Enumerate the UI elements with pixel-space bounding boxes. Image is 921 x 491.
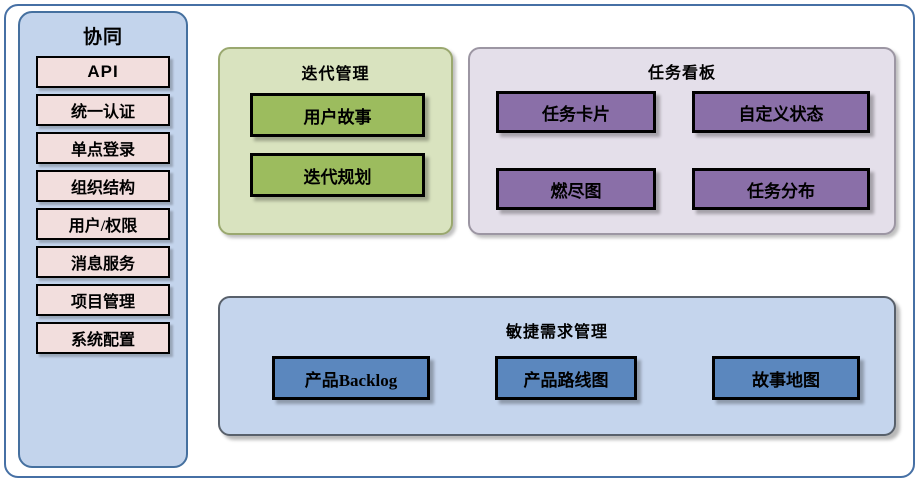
sidebar-panel-collaboration: 协同 API 统一认证 单点登录 组织结构 用户/权限 消息服务 项目管理 系统… [18,11,188,468]
panel-task-board: 任务看板 任务卡片 自定义状态 燃尽图 任务分布 [468,47,896,235]
card-story-map[interactable]: 故事地图 [712,356,860,400]
card-user-story[interactable]: 用户故事 [250,93,425,137]
card-iteration-plan[interactable]: 迭代规划 [250,153,425,197]
panel-title-task-board: 任务看板 [647,65,716,82]
card-burndown-chart[interactable]: 燃尽图 [496,168,656,210]
sidebar-item-message-service[interactable]: 消息服务 [36,246,170,278]
card-product-roadmap[interactable]: 产品路线图 [495,356,637,400]
card-product-backlog[interactable]: 产品Backlog [272,356,430,400]
sidebar-item-system-config[interactable]: 系统配置 [36,322,170,354]
panel-agile-requirement-management: 敏捷需求管理 产品Backlog 产品路线图 故事地图 [218,296,896,436]
panel-title-iteration-management: 迭代管理 [301,66,370,83]
card-task-distribution[interactable]: 任务分布 [692,168,870,210]
sidebar-item-org-structure[interactable]: 组织结构 [36,170,170,202]
sidebar-title: 协同 [82,27,123,48]
sidebar-item-unified-auth[interactable]: 统一认证 [36,94,170,126]
card-custom-status[interactable]: 自定义状态 [692,91,870,133]
sidebar-item-project-management[interactable]: 项目管理 [36,284,170,316]
sidebar-item-api[interactable]: API [36,56,170,88]
sidebar-item-user-permission[interactable]: 用户/权限 [36,208,170,240]
card-task-card[interactable]: 任务卡片 [496,91,656,133]
sidebar-item-single-sign-on[interactable]: 单点登录 [36,132,170,164]
panel-title-agile-requirement-management: 敏捷需求管理 [505,324,608,341]
panel-iteration-management: 迭代管理 用户故事 迭代规划 [218,47,453,235]
sidebar-item-list: API 统一认证 单点登录 组织结构 用户/权限 消息服务 项目管理 系统配置 [20,56,186,354]
